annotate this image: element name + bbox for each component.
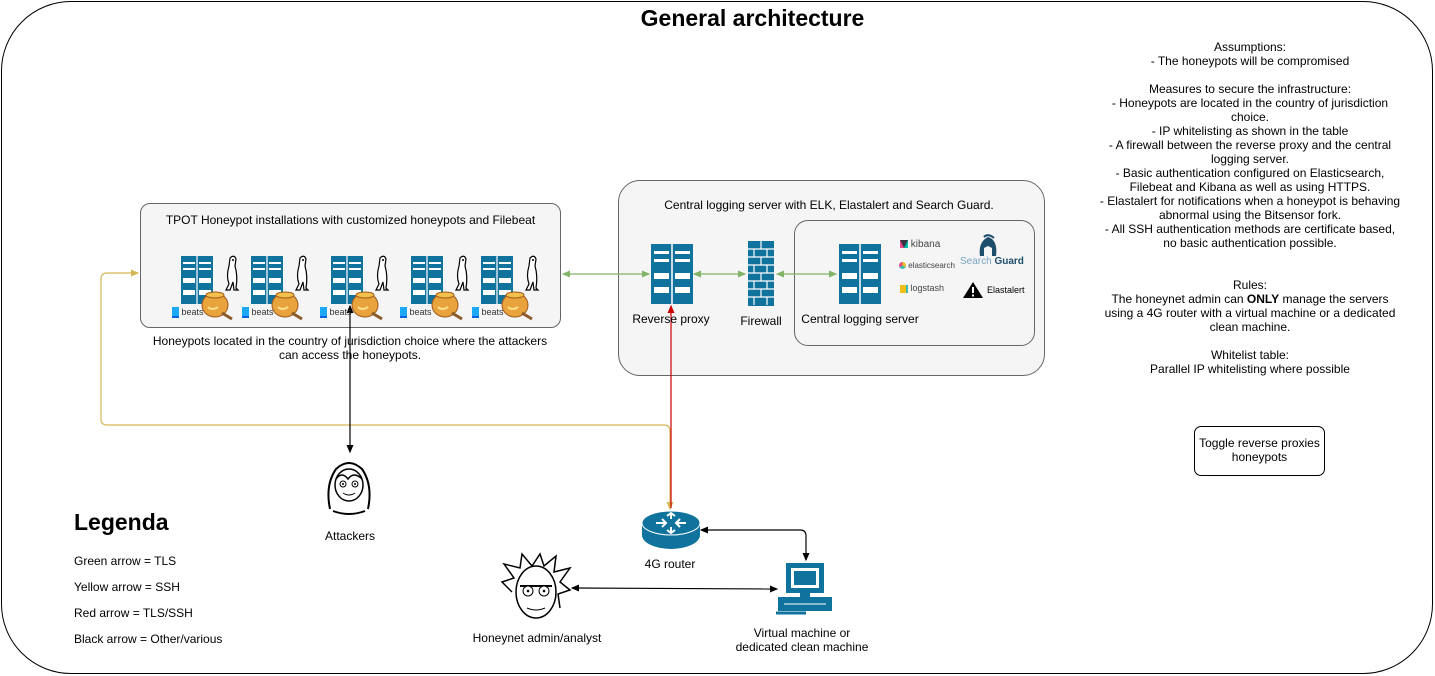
honey-pot-icon [351, 291, 383, 321]
router-icon [641, 510, 701, 549]
legend-item-black: Black arrow = Other/various [74, 632, 223, 646]
notes-panel: Assumptions: - The honeypots will be com… [1098, 40, 1402, 376]
beats-label: beats [409, 307, 432, 317]
honeypot-node: beats [242, 246, 320, 322]
honeypot-node: beats [320, 246, 400, 322]
honeypot-group-label: TPOT Honeypot installations with customi… [165, 213, 536, 227]
search-guard-guard-label: Guard [994, 256, 1024, 267]
meerkat-icon [225, 255, 240, 291]
workstation-icon [776, 563, 832, 615]
honeypot-node: beats [400, 246, 480, 322]
beats-icon [472, 307, 479, 319]
other-arrow-admin-vm [570, 584, 779, 593]
rules-text: The honeynet admin can ONLY manage the s… [1098, 292, 1402, 334]
attacker-avatar-icon [327, 462, 371, 515]
measures-title: Measures to secure the infrastructure: [1148, 82, 1352, 96]
search-guard-logo: Search Guard [960, 256, 1024, 267]
kibana-icon [900, 240, 908, 249]
assumptions-title: Assumptions: [1213, 40, 1287, 54]
firewall-icon [748, 241, 774, 306]
search-guard-search-label: Search [960, 256, 992, 267]
honeypot-node: beats [472, 246, 550, 322]
kibana-logo: kibana [900, 239, 940, 250]
elasticsearch-logo: elasticsearch [899, 261, 955, 270]
ssh-arrow-router-honeypots [100, 269, 674, 511]
whitelist-text: Parallel IP whitelisting where possible [1150, 362, 1350, 376]
rules-text-pre: The honeynet admin can [1111, 292, 1247, 306]
kibana-label: kibana [910, 239, 941, 250]
rules-text-post: manage the servers using a 4G router wit… [1104, 292, 1396, 334]
reverse-proxy-label: Reverse proxy [632, 312, 710, 326]
elastalert-warning-icon [963, 282, 983, 298]
measure-2: - IP whitelisting as shown in the table [1151, 124, 1349, 138]
vm-label: Virtual machine or dedicated clean machi… [735, 626, 869, 654]
beats-icon [172, 307, 179, 319]
assumptions-text: - The honeypots will be compromised [1150, 54, 1350, 68]
measure-5: - Elastalert for notifications when a ho… [1099, 194, 1401, 222]
meerkat-icon [295, 255, 310, 291]
meerkat-icon [375, 255, 390, 291]
logstash-icon [900, 284, 908, 293]
beats-icon [320, 307, 327, 319]
honeypot-server-icon [251, 256, 283, 304]
legend-item-yellow: Yellow arrow = SSH [74, 580, 180, 594]
logstash-logo: logstash [900, 283, 944, 293]
attackers-label: Attackers [324, 529, 375, 543]
rules-title: Rules: [1232, 278, 1267, 292]
beats-logo: beats [472, 307, 504, 319]
honey-pot-icon [271, 291, 303, 321]
other-arrow-router-vm [699, 526, 810, 562]
router-label: 4G router [644, 557, 696, 571]
whitelist-title: Whitelist table: [1210, 348, 1290, 362]
beats-label: beats [181, 307, 204, 317]
elasticsearch-label: elasticsearch [908, 261, 955, 270]
meerkat-icon [455, 255, 470, 291]
admin-avatar-icon [500, 552, 572, 619]
central-logging-server-icon [839, 244, 881, 304]
beats-label: beats [251, 307, 274, 317]
meerkat-icon [525, 255, 540, 291]
firewall-label: Firewall [740, 314, 782, 328]
rules-text-bold: ONLY [1246, 292, 1280, 306]
measure-4: - Basic authentication configured on Ela… [1115, 166, 1385, 194]
honey-pot-icon [431, 291, 463, 321]
central-logging-server-label: Central logging server [801, 312, 919, 326]
search-guard-helmet-icon [979, 234, 997, 256]
logstash-label: logstash [910, 283, 945, 293]
measure-3: - A firewall between the reverse proxy a… [1108, 138, 1392, 166]
measure-1: - Honeypots are located in the country o… [1111, 96, 1389, 124]
reverse-proxy-server-icon [651, 244, 693, 304]
legend-item-red: Red arrow = TLS/SSH [74, 606, 193, 620]
legend-item-green: Green arrow = TLS [74, 554, 177, 568]
beats-logo: beats [320, 307, 352, 319]
beats-icon [400, 307, 407, 319]
beats-logo: beats [242, 307, 274, 319]
honeypot-node: beats [172, 246, 250, 322]
beats-icon [242, 307, 249, 319]
beats-logo: beats [172, 307, 204, 319]
beats-label: beats [329, 307, 352, 317]
beats-label: beats [481, 307, 504, 317]
legend-title: Legenda [74, 509, 169, 535]
admin-label: Honeynet admin/analyst [472, 631, 602, 645]
measure-6: - All SSH authentication methods are cer… [1104, 222, 1396, 250]
beats-logo: beats [400, 307, 432, 319]
honey-pot-icon [201, 291, 233, 321]
elastalert-label: Elastalert [987, 285, 1025, 295]
central-group-label: Central logging server with ELK, Elastal… [664, 198, 994, 212]
elasticsearch-icon [899, 262, 906, 270]
honey-pot-icon [501, 291, 533, 321]
central-logging-box [794, 220, 1035, 346]
toggle-reverse-proxies-button[interactable]: Toggle reverse proxies honeypots [1194, 426, 1325, 476]
diagram-title: General architecture [640, 5, 865, 31]
